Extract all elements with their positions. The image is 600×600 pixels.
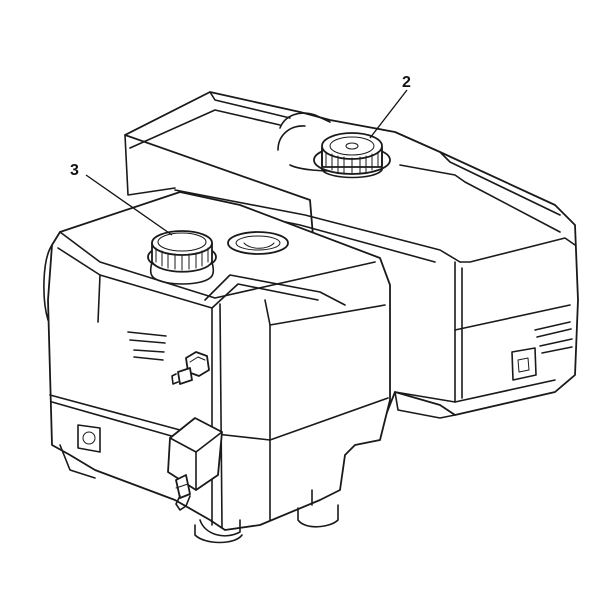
front-filler-cap[interactable] bbox=[147, 230, 217, 285]
callout-2-label: 2 bbox=[402, 74, 411, 91]
callout-2: 2 bbox=[369, 74, 411, 139]
front-tank-port bbox=[227, 231, 289, 255]
callout-3: 3 bbox=[70, 162, 173, 236]
callout-3-label: 3 bbox=[70, 162, 79, 179]
front-tank bbox=[43, 191, 391, 544]
outlet-fitting bbox=[167, 417, 223, 511]
rear-filler-cap[interactable] bbox=[313, 132, 391, 179]
hex-fitting-barb bbox=[171, 351, 210, 385]
